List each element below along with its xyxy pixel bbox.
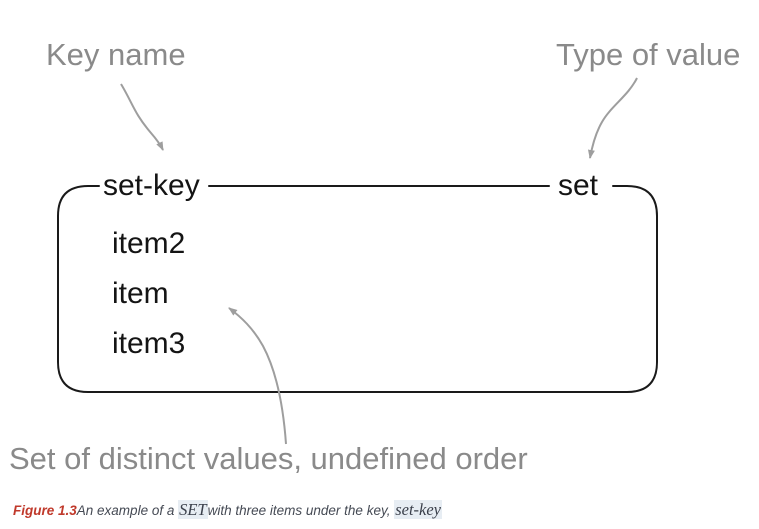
distinct-values-annotation: Set of distinct values, undefined order — [9, 441, 528, 476]
set-key-label: set-key — [103, 169, 200, 202]
set-item: item — [112, 277, 169, 310]
figure-caption: Figure 1.3An example of a SETwith three … — [13, 500, 442, 520]
set-box-outline — [57, 185, 658, 393]
set-item: item2 — [112, 227, 186, 260]
key-name-label: Key name — [46, 37, 186, 72]
distinct-values-arrow — [228, 307, 287, 445]
caption-code-set-key: set-key — [394, 500, 442, 519]
caption-code-set: SET — [178, 500, 208, 519]
set-type-label: set — [558, 169, 599, 202]
key-name-arrow — [120, 83, 164, 151]
type-of-value-arrow — [587, 77, 638, 159]
type-of-value-label: Type of value — [556, 37, 741, 72]
set-item: item3 — [112, 327, 186, 360]
caption-text: An example of a — [76, 503, 179, 518]
caption-text: with three items under the key, — [207, 503, 395, 518]
figure-number-label: Figure 1.3 — [13, 503, 77, 518]
